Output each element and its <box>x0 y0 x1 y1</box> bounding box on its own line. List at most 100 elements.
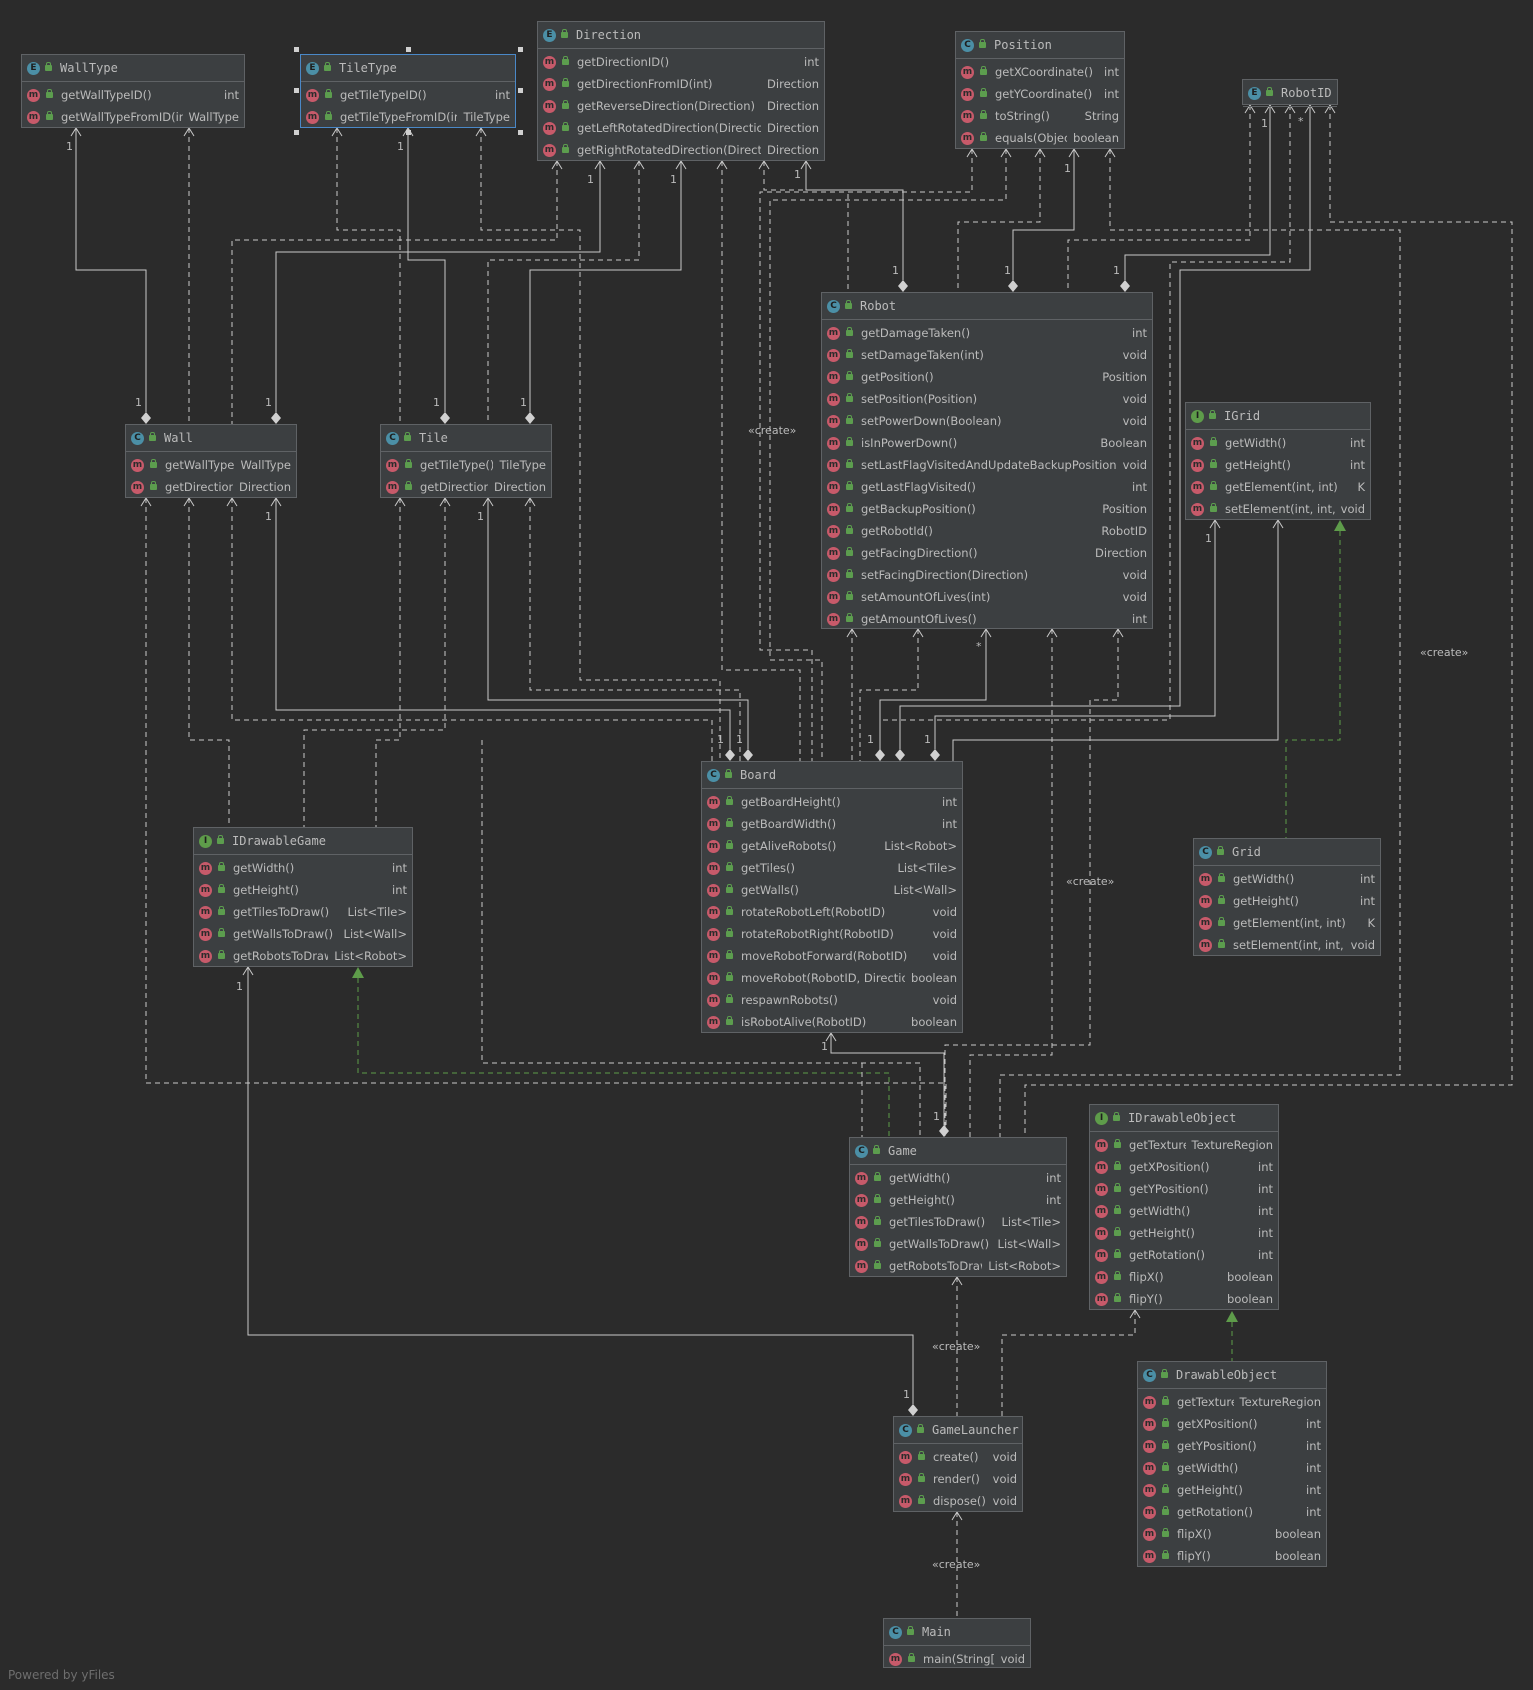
method-row[interactable]: mgetTexture()TextureRegion <box>1138 1391 1326 1413</box>
selection-handle[interactable] <box>294 47 299 52</box>
selection-handle[interactable] <box>294 130 299 135</box>
method-row[interactable]: mgetRobotsToDraw()List<Robot> <box>850 1255 1066 1277</box>
class-drawableobject[interactable]: CDrawableObjectmgetTexture()TextureRegio… <box>1137 1361 1327 1567</box>
selection-handle[interactable] <box>406 47 411 52</box>
selection-handle[interactable] <box>518 130 523 135</box>
class-idrawableobject[interactable]: IIDrawableObjectmgetTexture()TextureRegi… <box>1089 1104 1279 1310</box>
selection-handle[interactable] <box>406 130 411 135</box>
selection-handle[interactable] <box>518 47 523 52</box>
selection-handle[interactable] <box>518 88 523 93</box>
class-wall[interactable]: CWallmgetWallType()WallTypemgetDirection… <box>125 424 297 498</box>
method-row[interactable]: mgetTexture()TextureRegion <box>1090 1134 1278 1156</box>
method-row[interactable]: mgetRightRotatedDirection(Direction)Dire… <box>538 139 824 161</box>
